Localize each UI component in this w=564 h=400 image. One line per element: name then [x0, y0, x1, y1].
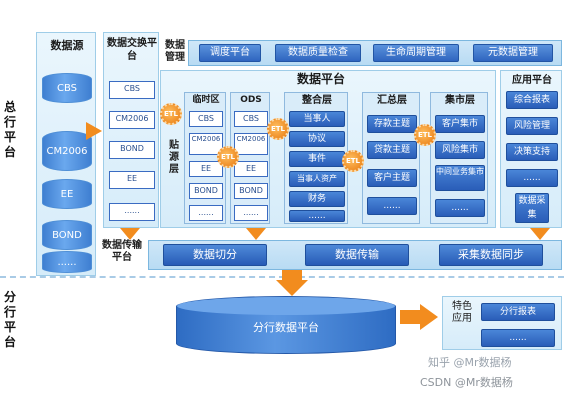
branch-platform-top — [177, 297, 395, 315]
mart-more: ...... — [435, 199, 485, 217]
branch-report-button[interactable]: 分行报表 — [481, 303, 555, 321]
summary-loan: 贷款主题 — [367, 141, 417, 159]
special-more-button[interactable]: ...... — [481, 329, 555, 347]
ods-cm2006: CM2006 — [234, 133, 268, 155]
etl-icon: ETL — [267, 118, 289, 140]
data-platform-title: 数据平台 — [296, 72, 345, 86]
dispatch-button[interactable]: 调度平台 — [199, 44, 261, 62]
metadata-button[interactable]: 元数据管理 — [473, 44, 553, 62]
app-decision[interactable]: 决策支持 — [506, 143, 558, 161]
watermark-csdn: CSDN @Mr数据杨 — [420, 376, 513, 389]
app-risk[interactable]: 风险管理 — [506, 117, 558, 135]
mart-title: 集市层 — [445, 95, 475, 106]
integration-title: 整合层 — [302, 95, 332, 106]
arrow-right-special-head — [420, 304, 438, 330]
mart-customer: 客户集市 — [435, 115, 485, 133]
sync-button[interactable]: 采集数据同步 — [439, 244, 543, 266]
branch-platform: 分行数据平台 — [176, 296, 396, 354]
arrow-down-app — [530, 228, 550, 240]
lifecycle-button[interactable]: 生命周期管理 — [373, 44, 459, 62]
exchange-bond: BOND — [109, 141, 155, 159]
ods-bond: BOND — [234, 183, 268, 199]
arrow-source-exchange — [86, 122, 102, 140]
exchange-ee: EE — [109, 171, 155, 189]
exchange-panel: 数据交换平台 CBS CM2006 BOND EE ...... — [103, 32, 159, 228]
source-cm2006: CM2006 — [42, 131, 92, 171]
integration-more: ...... — [289, 210, 345, 222]
exchange-more: ...... — [109, 203, 155, 221]
summary-customer: 客户主题 — [367, 169, 417, 187]
branch-label: 分行平台 — [3, 290, 16, 349]
transfer-button[interactable]: 数据传输 — [305, 244, 409, 266]
integration-party: 当事人 — [289, 111, 345, 127]
arrow-down-ods — [246, 228, 266, 240]
ods-panel: ODS CBS CM2006 EE BOND ...... — [230, 92, 270, 224]
ods-cbs: CBS — [234, 111, 268, 127]
transfer-panel: 数据切分 数据传输 采集数据同步 — [148, 240, 562, 270]
summary-title: 汇总层 — [377, 95, 407, 106]
etl-icon: ETL — [414, 124, 436, 146]
split-button[interactable]: 数据切分 — [163, 244, 267, 266]
etl-icon: ETL — [342, 150, 364, 172]
app-collect[interactable]: 数据采集 — [515, 193, 549, 223]
special-apps-panel: 特色应用 分行报表 ...... — [442, 296, 562, 350]
temp-zone-title: 临时区 — [192, 95, 220, 105]
source-more: ...... — [42, 251, 92, 273]
exchange-cbs: CBS — [109, 81, 155, 99]
summary-more: ...... — [367, 197, 417, 215]
arrow-right-special — [400, 310, 422, 324]
watermark-zhihu: 知乎 @Mr数据杨 — [428, 356, 512, 369]
summary-panel: 汇总层 存款主题 贷款主题 客户主题 ...... — [362, 92, 420, 224]
transfer-label: 数据传输平台 — [102, 240, 142, 263]
integration-finance: 财务 — [289, 191, 345, 207]
ods-title: ODS — [240, 95, 262, 105]
integration-agreement: 协议 — [289, 131, 345, 147]
source-layer-label: 贴源层 — [169, 140, 179, 175]
arrow-down-branch-head — [276, 280, 308, 296]
source-cbs: CBS — [42, 73, 92, 103]
data-mgmt-label: 数据管理 — [165, 40, 185, 63]
etl-icon: ETL — [160, 103, 182, 125]
ods-more: ...... — [234, 205, 268, 221]
head-office-label: 总行平台 — [3, 100, 16, 159]
app-platform-panel: 应用平台 综合报表 风险管理 决策支持 ...... 数据采集 — [500, 70, 562, 228]
mart-panel: 集市层 客户集市 风险集市 中间业务集市 ...... — [430, 92, 488, 224]
data-mgmt-panel: 调度平台 数据质量检查 生命周期管理 元数据管理 — [188, 40, 562, 66]
integration-panel: 整合层 当事人 协议 事件 当事人资产 财务 ...... — [284, 92, 348, 224]
temp-more: ...... — [189, 205, 223, 221]
etl-icon: ETL — [217, 146, 239, 168]
arrow-down-exchange — [120, 228, 140, 240]
temp-bond: BOND — [189, 183, 223, 199]
exchange-title: 数据交换平台 — [107, 38, 157, 62]
mart-risk: 风险集市 — [435, 141, 485, 159]
branch-platform-title: 分行数据平台 — [253, 321, 319, 334]
data-source-panel: 数据源 CBS CM2006 EE BOND ...... — [36, 32, 96, 276]
quality-check-button[interactable]: 数据质量检查 — [275, 44, 361, 62]
source-ee: EE — [42, 179, 92, 209]
data-source-title: 数据源 — [50, 39, 84, 52]
app-report[interactable]: 综合报表 — [506, 91, 558, 109]
integration-event: 事件 — [289, 151, 345, 167]
mart-intermediate: 中间业务集市 — [435, 165, 485, 191]
app-more[interactable]: ...... — [506, 169, 558, 187]
temp-cm2006: CM2006 — [189, 133, 223, 155]
arrow-down-branch — [282, 270, 302, 282]
source-bond: BOND — [42, 220, 92, 250]
app-platform-title: 应用平台 — [512, 75, 552, 86]
temp-ee: EE — [189, 161, 223, 177]
temp-cbs: CBS — [189, 111, 223, 127]
exchange-cm2006: CM2006 — [109, 111, 155, 129]
summary-deposit: 存款主题 — [367, 115, 417, 133]
ods-ee: EE — [234, 161, 268, 177]
integration-party-assets: 当事人资产 — [289, 171, 345, 187]
special-apps-label: 特色应用 — [452, 301, 472, 324]
